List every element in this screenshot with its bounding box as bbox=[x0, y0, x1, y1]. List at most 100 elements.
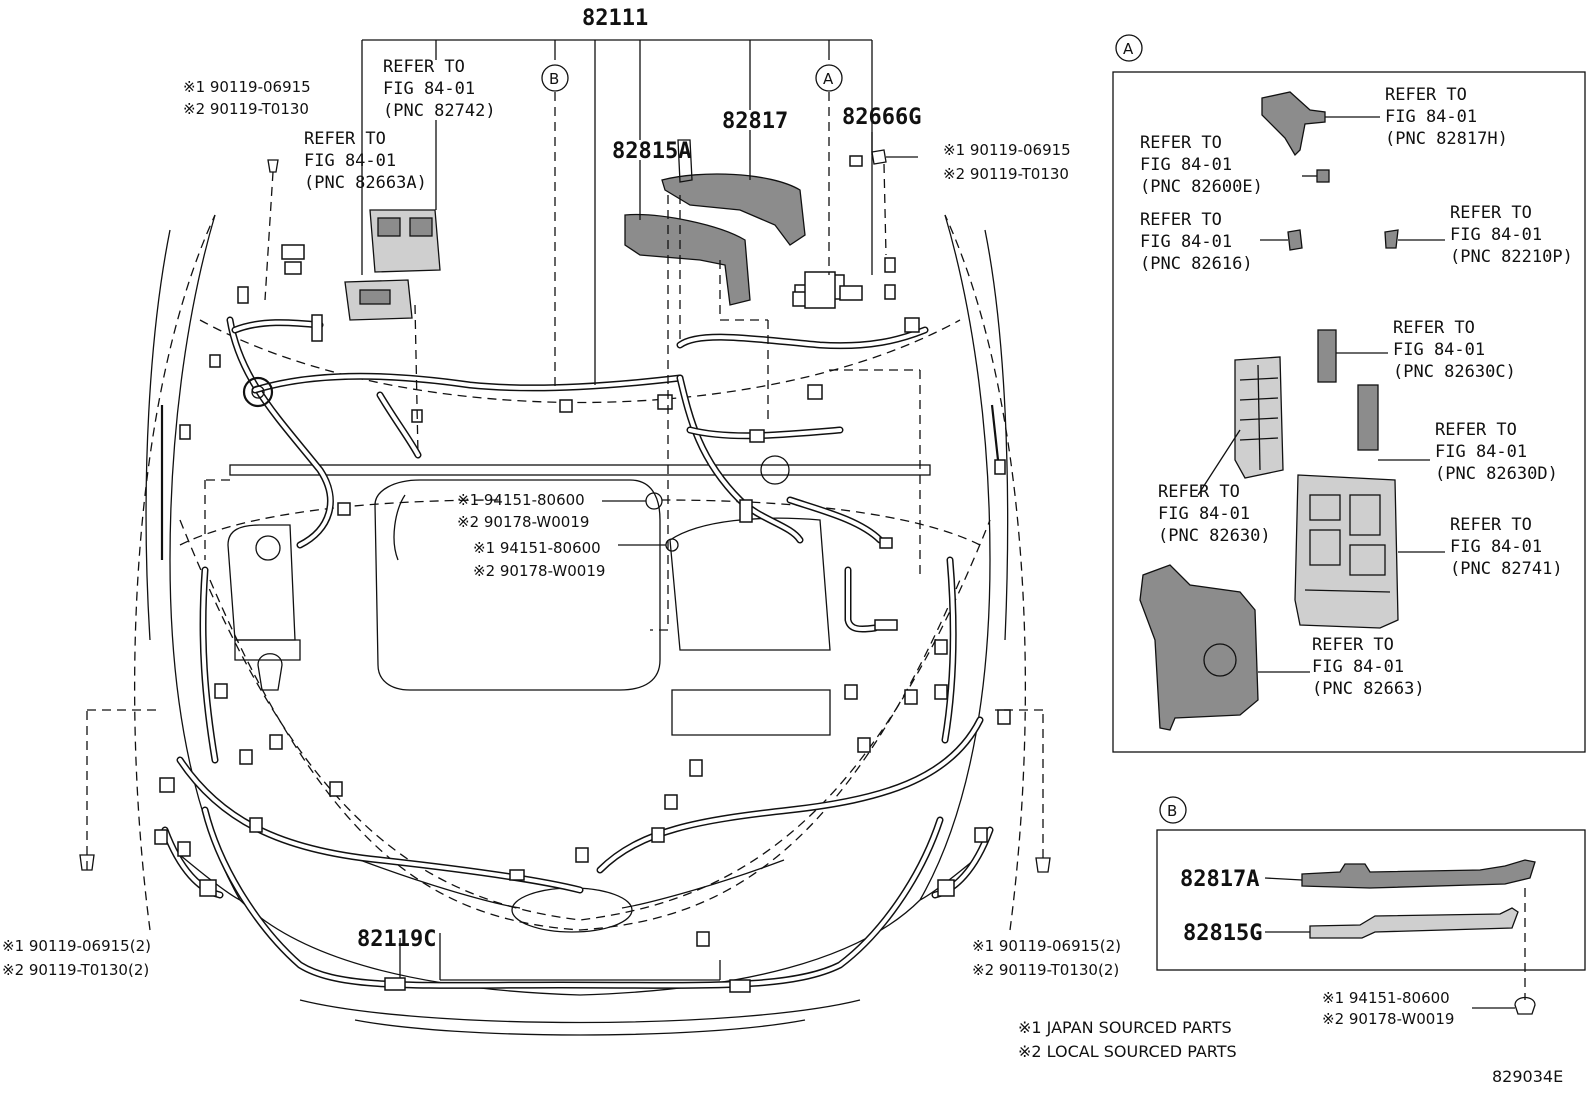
svg-text:(PNC 82742): (PNC 82742) bbox=[383, 101, 496, 121]
svg-text:B: B bbox=[549, 70, 559, 88]
clip-2-icon bbox=[618, 538, 679, 552]
svg-text:※1 94151-80600: ※1 94151-80600 bbox=[473, 539, 601, 557]
svg-text:(PNC 82817H): (PNC 82817H) bbox=[1385, 129, 1508, 149]
leader-lines-main bbox=[204, 39, 921, 981]
svg-text:REFER TO: REFER TO bbox=[1158, 482, 1240, 502]
svg-text:(PNC 82630D): (PNC 82630D) bbox=[1435, 464, 1558, 484]
fasteners-main bbox=[79, 149, 1051, 873]
bolt-top-left-icon bbox=[264, 159, 279, 301]
refer-82663-label: REFER TO FIG 84-01 (PNC 82663) bbox=[1312, 635, 1425, 699]
clip-82600e-icon bbox=[1316, 169, 1330, 183]
detail-a-bubble: A bbox=[1115, 34, 1143, 62]
svg-text:FIG 84-01: FIG 84-01 bbox=[1435, 442, 1527, 462]
part-82119c-label: 82119C bbox=[357, 927, 436, 952]
svg-text:(PNC 82630C): (PNC 82630C) bbox=[1393, 362, 1516, 382]
svg-text:FIG 84-01: FIG 84-01 bbox=[304, 151, 396, 171]
svg-text:※2 90178-W0019: ※2 90178-W0019 bbox=[473, 562, 605, 580]
svg-text:REFER TO: REFER TO bbox=[1450, 203, 1532, 223]
clip-detail-b-label: ※1 94151-80600 ※2 90178-W0019 bbox=[1322, 989, 1454, 1028]
detail-b-panel: B 82817A 82815G ※1 94151-80600 ※2 90178-… bbox=[1156, 796, 1586, 1028]
part-82817-label: 82817 bbox=[722, 109, 788, 134]
part-82666g-label: 82666G bbox=[842, 105, 921, 130]
refer-82742-callout: REFER TO FIG 84-01 (PNC 82742) bbox=[383, 57, 496, 121]
protector-82815g-icon bbox=[1309, 907, 1519, 939]
svg-text:FIG 84-01: FIG 84-01 bbox=[1140, 232, 1232, 252]
clip-82616-icon bbox=[1287, 229, 1303, 251]
svg-text:(PNC 82663A): (PNC 82663A) bbox=[304, 173, 427, 193]
refer-82630-label: REFER TO FIG 84-01 (PNC 82630) bbox=[1158, 482, 1271, 546]
bracket-82817h-icon bbox=[1261, 91, 1326, 157]
bolt-bottom-right-icon bbox=[995, 709, 1051, 873]
clip-82210p-icon bbox=[1384, 229, 1399, 249]
svg-text:FIG 84-01: FIG 84-01 bbox=[1312, 657, 1404, 677]
refer-82600e-label: REFER TO FIG 84-01 (PNC 82600E) bbox=[1140, 133, 1263, 197]
svg-text:FIG 84-01: FIG 84-01 bbox=[1450, 537, 1542, 557]
part-82815a-label: 82815A bbox=[612, 139, 691, 164]
svg-text:FIG 84-01: FIG 84-01 bbox=[1393, 340, 1485, 360]
refer-82210p-label: REFER TO FIG 84-01 (PNC 82210P) bbox=[1450, 203, 1573, 267]
svg-text:REFER TO: REFER TO bbox=[1393, 318, 1475, 338]
svg-text:※2 90119-T0130(2): ※2 90119-T0130(2) bbox=[972, 961, 1119, 979]
svg-text:(PNC 82600E): (PNC 82600E) bbox=[1140, 177, 1263, 197]
svg-text:FIG 84-01: FIG 84-01 bbox=[1385, 107, 1477, 127]
svg-text:(PNC 82616): (PNC 82616) bbox=[1140, 254, 1253, 274]
clip-1-label: ※1 94151-80600 ※2 90178-W0019 bbox=[457, 491, 589, 531]
detail-a-panel: A bbox=[1112, 34, 1586, 753]
svg-text:REFER TO: REFER TO bbox=[1435, 420, 1517, 440]
svg-text:REFER TO: REFER TO bbox=[383, 57, 465, 77]
svg-text:※2 90119-T0130: ※2 90119-T0130 bbox=[943, 165, 1069, 183]
svg-text:REFER TO: REFER TO bbox=[1385, 85, 1467, 105]
part-82817a-label: 82817A bbox=[1180, 867, 1259, 892]
relay-82630d-icon bbox=[1357, 384, 1379, 451]
bolt-bottom-left-label: ※1 90119-06915(2) ※2 90119-T0130(2) bbox=[2, 937, 151, 979]
svg-text:※1 94151-80600: ※1 94151-80600 bbox=[457, 491, 585, 509]
svg-text:REFER TO: REFER TO bbox=[1312, 635, 1394, 655]
svg-text:B: B bbox=[1167, 802, 1177, 820]
legend: ※1 JAPAN SOURCED PARTS ※2 LOCAL SOURCED … bbox=[1018, 1018, 1237, 1061]
junction-block-parts bbox=[344, 139, 863, 321]
svg-text:※2 90119-T0130: ※2 90119-T0130 bbox=[183, 100, 309, 118]
svg-text:※1 90119-06915: ※1 90119-06915 bbox=[943, 141, 1071, 159]
svg-text:A: A bbox=[823, 70, 834, 88]
bolt-top-right-label: ※1 90119-06915 ※2 90119-T0130 bbox=[943, 141, 1071, 183]
svg-text:※2 90119-T0130(2): ※2 90119-T0130(2) bbox=[2, 961, 149, 979]
refer-82663a-callout: REFER TO FIG 84-01 (PNC 82663A) bbox=[304, 129, 427, 193]
clip-detail-b-icon bbox=[1472, 996, 1536, 1015]
svg-text:REFER TO: REFER TO bbox=[1140, 210, 1222, 230]
bolt-top-right-icon bbox=[871, 149, 918, 256]
svg-text:※1 90119-06915(2): ※1 90119-06915(2) bbox=[2, 937, 151, 955]
svg-text:※1 90119-06915: ※1 90119-06915 bbox=[183, 78, 311, 96]
bolt-top-left-label: ※1 90119-06915 ※2 90119-T0130 bbox=[183, 78, 311, 118]
svg-text:※1 94151-80600: ※1 94151-80600 bbox=[1322, 989, 1450, 1007]
bolt-bottom-left-icon bbox=[79, 709, 160, 871]
svg-text:REFER TO: REFER TO bbox=[304, 129, 386, 149]
svg-text:※2 90178-W0019: ※2 90178-W0019 bbox=[1322, 1010, 1454, 1028]
refer-82741-label: REFER TO FIG 84-01 (PNC 82741) bbox=[1450, 515, 1563, 579]
protector-82817a-icon bbox=[1301, 859, 1536, 889]
svg-text:※2 LOCAL SOURCED PARTS: ※2 LOCAL SOURCED PARTS bbox=[1018, 1042, 1237, 1061]
svg-text:※1 JAPAN SOURCED PARTS: ※1 JAPAN SOURCED PARTS bbox=[1018, 1018, 1232, 1037]
bolt-bottom-right-label: ※1 90119-06915(2) ※2 90119-T0130(2) bbox=[972, 937, 1121, 979]
main-harness-pnc: 82111 bbox=[582, 6, 648, 31]
svg-text:※1 90119-06915(2): ※1 90119-06915(2) bbox=[972, 937, 1121, 955]
diagram-code: 829034E bbox=[1492, 1067, 1563, 1086]
svg-text:※2 90178-W0019: ※2 90178-W0019 bbox=[457, 513, 589, 531]
svg-text:REFER TO: REFER TO bbox=[1450, 515, 1532, 535]
svg-text:(PNC 82663): (PNC 82663) bbox=[1312, 679, 1425, 699]
main-harness-82111 bbox=[226, 316, 929, 633]
clip-1-icon bbox=[602, 492, 663, 510]
svg-text:(PNC 82741): (PNC 82741) bbox=[1450, 559, 1563, 579]
svg-text:REFER TO: REFER TO bbox=[1140, 133, 1222, 153]
refer-82630d-label: REFER TO FIG 84-01 (PNC 82630D) bbox=[1435, 420, 1558, 484]
relay-82630c-icon bbox=[1317, 329, 1337, 383]
svg-text:A: A bbox=[1123, 40, 1134, 58]
refer-82616-label: REFER TO FIG 84-01 (PNC 82616) bbox=[1140, 210, 1253, 274]
refer-82630c-label: REFER TO FIG 84-01 (PNC 82630C) bbox=[1393, 318, 1516, 382]
bubble-a-main: A bbox=[815, 64, 843, 92]
detail-b-bubble: B bbox=[1159, 796, 1187, 824]
svg-text:FIG 84-01: FIG 84-01 bbox=[1140, 155, 1232, 175]
bubble-b-main: B bbox=[541, 64, 569, 92]
svg-text:FIG 84-01: FIG 84-01 bbox=[1158, 504, 1250, 524]
front-harness-82119c bbox=[161, 556, 994, 989]
